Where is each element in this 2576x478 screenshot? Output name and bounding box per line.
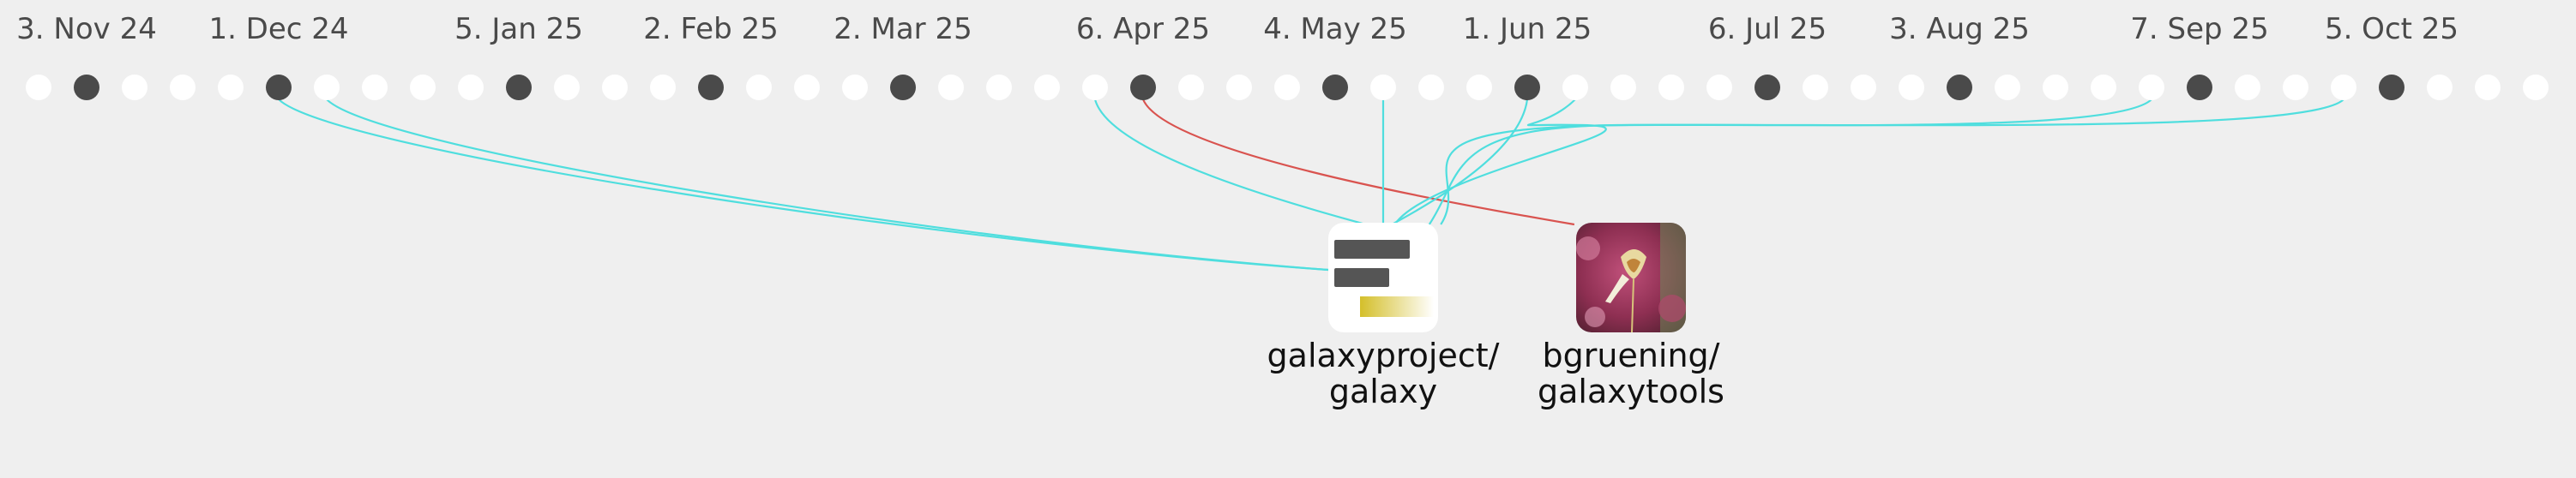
repo-node-galaxytools[interactable]: bgruening/ galaxytools xyxy=(1538,223,1724,410)
contribution-links xyxy=(278,99,2344,272)
repo-name-label: galaxytools xyxy=(1538,373,1724,410)
date-label: 3. Nov 24 xyxy=(16,12,157,46)
week-dot[interactable] xyxy=(122,75,147,100)
month-dot[interactable] xyxy=(266,75,292,100)
contribution-link xyxy=(1141,99,1575,226)
date-label: 6. Jul 25 xyxy=(1708,12,1827,46)
week-dot[interactable] xyxy=(2043,75,2068,100)
week-dot[interactable] xyxy=(1178,75,1204,100)
week-dot[interactable] xyxy=(170,75,196,100)
week-dot[interactable] xyxy=(458,75,484,100)
week-dot[interactable] xyxy=(650,75,676,100)
week-dot[interactable] xyxy=(2091,75,2116,100)
week-dot[interactable] xyxy=(1034,75,1060,100)
week-dot[interactable] xyxy=(2139,75,2164,100)
week-dot[interactable] xyxy=(1274,75,1300,100)
date-axis: 3. Nov 24 1. Dec 24 5. Jan 25 2. Feb 25 2. M… xyxy=(16,12,2459,46)
date-label: 1. Jun 25 xyxy=(1463,12,1592,46)
contribution-link xyxy=(1393,99,1607,225)
week-dot[interactable] xyxy=(362,75,388,100)
week-dot[interactable] xyxy=(1803,75,1828,100)
week-dot[interactable] xyxy=(1562,75,1588,100)
week-dot[interactable] xyxy=(314,75,340,100)
month-dot[interactable] xyxy=(1947,75,1972,100)
week-dot[interactable] xyxy=(1082,75,1108,100)
repo-node-galaxy[interactable]: galaxyproject/ galaxy xyxy=(1267,223,1500,410)
week-dot[interactable] xyxy=(1370,75,1396,100)
contribution-link xyxy=(1391,99,1529,225)
month-dot[interactable] xyxy=(698,75,724,100)
week-dot[interactable] xyxy=(1899,75,1924,100)
week-dot[interactable] xyxy=(2283,75,2308,100)
month-dot[interactable] xyxy=(1754,75,1780,100)
contribution-link xyxy=(1428,99,2152,225)
week-dot[interactable] xyxy=(1658,75,1684,100)
week-dot[interactable] xyxy=(842,75,868,100)
week-dot[interactable] xyxy=(1226,75,1252,100)
flower-photo-avatar xyxy=(1576,223,1686,332)
week-dot[interactable] xyxy=(794,75,820,100)
week-dot[interactable] xyxy=(26,75,51,100)
week-dot[interactable] xyxy=(1610,75,1636,100)
month-dot[interactable] xyxy=(1514,75,1540,100)
week-dot[interactable] xyxy=(2331,75,2356,100)
date-label: 5. Oct 25 xyxy=(2325,12,2459,46)
date-label: 1. Dec 24 xyxy=(208,12,348,46)
week-dot[interactable] xyxy=(1851,75,1876,100)
repo-owner-label: galaxyproject/ xyxy=(1267,337,1500,374)
month-dot[interactable] xyxy=(506,75,532,100)
month-dot[interactable] xyxy=(1130,75,1156,100)
date-label: 2. Mar 25 xyxy=(834,12,972,46)
week-dot[interactable] xyxy=(1706,75,1732,100)
week-dot[interactable] xyxy=(986,75,1012,100)
week-dot[interactable] xyxy=(1995,75,2020,100)
week-dot[interactable] xyxy=(2427,75,2453,100)
week-dot[interactable] xyxy=(1418,75,1444,100)
week-dots xyxy=(26,75,2549,100)
month-dot[interactable] xyxy=(890,75,916,100)
week-dot[interactable] xyxy=(1466,75,1492,100)
week-dot[interactable] xyxy=(938,75,964,100)
week-dot[interactable] xyxy=(2523,75,2549,100)
repo-owner-label: bgruening/ xyxy=(1543,337,1720,374)
month-dot[interactable] xyxy=(2187,75,2212,100)
month-dot[interactable] xyxy=(74,75,99,100)
week-dot[interactable] xyxy=(602,75,628,100)
week-dot[interactable] xyxy=(2475,75,2501,100)
date-label: 6. Apr 25 xyxy=(1076,12,1210,46)
contribution-link xyxy=(1440,99,2344,225)
week-dot[interactable] xyxy=(2235,75,2260,100)
week-dot[interactable] xyxy=(218,75,244,100)
date-label: 2. Feb 25 xyxy=(643,12,779,46)
date-label: 3. Aug 25 xyxy=(1889,12,2030,46)
date-label: 4. May 25 xyxy=(1263,12,1407,46)
contribution-link xyxy=(326,99,1329,272)
month-dot[interactable] xyxy=(1322,75,1348,100)
galaxy-logo-icon xyxy=(1328,223,1438,332)
week-dot[interactable] xyxy=(554,75,580,100)
week-dot[interactable] xyxy=(410,75,436,100)
repo-name-label: galaxy xyxy=(1329,373,1437,410)
date-label: 5. Jan 25 xyxy=(454,12,583,46)
contribution-link xyxy=(1093,99,1367,226)
date-label: 7. Sep 25 xyxy=(2130,12,2268,46)
month-dot[interactable] xyxy=(2379,75,2404,100)
week-dot[interactable] xyxy=(746,75,772,100)
